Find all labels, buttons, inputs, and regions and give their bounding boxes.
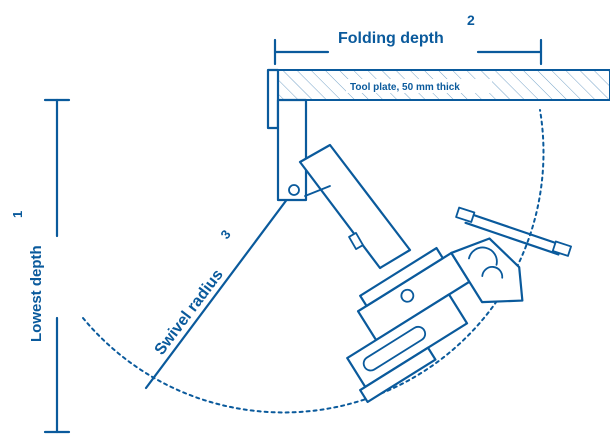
- folding-depth-dimension: [273, 38, 543, 66]
- swivel-radius-label: Swivel radius: [152, 266, 227, 358]
- folding-depth-footnote: 2: [467, 12, 475, 28]
- tool-plate-label: Tool plate, 50 mm thick: [350, 82, 460, 93]
- swivel-radius-line: [144, 188, 296, 390]
- swivel-radius-footnote: 3: [217, 227, 233, 242]
- lowest-depth-label: Lowest depth: [28, 245, 45, 342]
- lowest-depth-footnote: 1: [10, 211, 25, 218]
- swivel-arc: [82, 109, 545, 414]
- vise-mount: [266, 68, 572, 404]
- folding-depth-label: Folding depth: [338, 30, 444, 47]
- lowest-depth-dimension: [43, 98, 71, 434]
